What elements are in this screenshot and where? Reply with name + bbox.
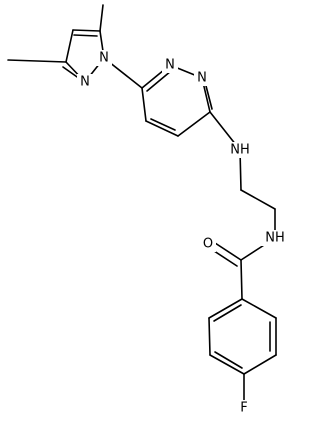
bond xyxy=(99,4,104,32)
bond xyxy=(73,34,98,37)
bond xyxy=(204,81,213,110)
atom-label: N xyxy=(197,71,207,86)
atom-label: N xyxy=(165,58,175,73)
atom-pyrazole-n1: N xyxy=(96,50,112,66)
atom-label: N xyxy=(80,75,90,90)
molecule-diagram: N N N N NH NH O F xyxy=(7,4,289,416)
bond xyxy=(240,259,243,300)
atom-carbonyl-o: O xyxy=(200,236,216,252)
pyridazine-ring xyxy=(141,64,213,137)
atom-label: NH xyxy=(230,143,250,158)
bond xyxy=(208,298,243,319)
atom-pyridazine-n1: N xyxy=(162,57,178,73)
bond xyxy=(141,87,147,122)
bond xyxy=(65,29,74,63)
bond xyxy=(146,70,172,92)
bond xyxy=(145,120,179,137)
atom-label: NH xyxy=(265,231,285,246)
bond xyxy=(240,189,276,210)
structure-svg: N N N N NH NH O F xyxy=(7,4,289,416)
bond xyxy=(241,298,277,319)
atom-pyridazine-n2: N xyxy=(194,70,210,86)
bond xyxy=(7,59,67,63)
bond xyxy=(72,29,101,32)
atom-amide-nh: NH xyxy=(261,230,289,246)
atom-label: O xyxy=(203,237,213,252)
bond xyxy=(214,351,243,369)
bond xyxy=(243,354,277,375)
bond xyxy=(211,240,242,261)
bond xyxy=(208,317,211,356)
benzene-ring xyxy=(208,298,277,375)
bond xyxy=(209,354,245,375)
atom-pyrazole-n2: N xyxy=(77,74,93,90)
atom-amine-nh: NH xyxy=(226,142,254,158)
bond xyxy=(177,111,211,137)
atom-fluorine: F xyxy=(236,400,252,416)
atom-label: F xyxy=(240,401,247,416)
pyrazole-ring xyxy=(7,4,105,83)
atom-label: N xyxy=(99,51,109,66)
bond xyxy=(213,304,242,322)
bond xyxy=(150,118,176,131)
